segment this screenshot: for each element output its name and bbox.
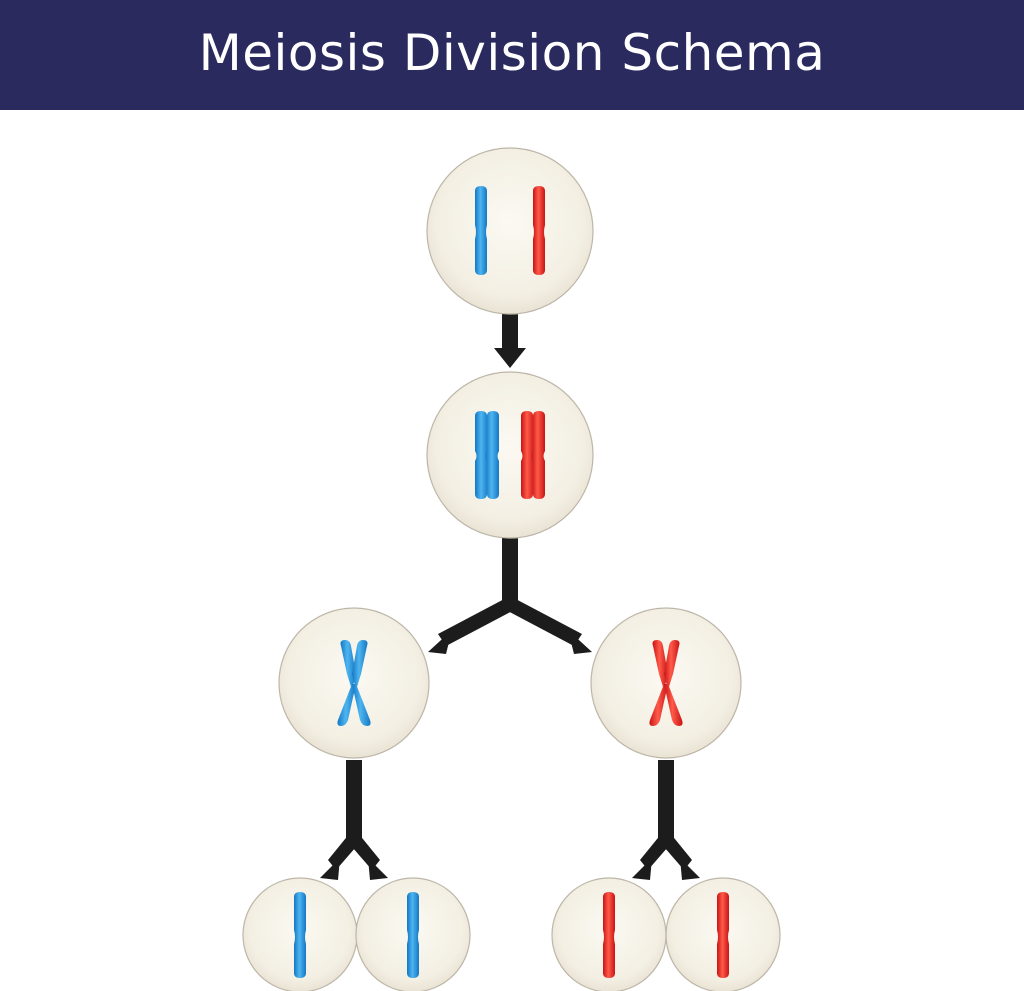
page-title: Meiosis Division Schema: [198, 24, 826, 82]
chromosome-red-gamete-1: [603, 892, 615, 978]
arrow-split-right: [632, 760, 700, 880]
chromosome-blue-double: [475, 411, 499, 499]
arrows: [320, 312, 700, 880]
arrow-split-left: [320, 760, 388, 880]
chromosome-red-x: [649, 640, 683, 726]
chromosome-red-gamete-2: [717, 892, 729, 978]
chromosome-blue-gamete-2: [407, 892, 419, 978]
arrow-split-meiosis-1: [428, 538, 592, 654]
parent-cell: [426, 147, 594, 315]
cells: [242, 147, 781, 991]
replicated-chromosomes: [475, 411, 545, 499]
chromosome-blue: [475, 186, 487, 275]
parent-chromosomes: [475, 186, 545, 275]
daughter-chromosomes: [337, 640, 683, 726]
daughter-cell-right: [590, 607, 742, 759]
chromosome-blue-x: [337, 640, 371, 726]
arrow-down-1: [494, 312, 526, 368]
gamete-chromosomes: [294, 892, 729, 978]
chromosome-red-double: [521, 411, 545, 499]
title-bar: Meiosis Division Schema: [0, 0, 1024, 110]
chromosome-red: [533, 186, 545, 275]
daughter-cell-left: [278, 607, 430, 759]
replicated-cell: [426, 371, 594, 539]
chromosome-blue-gamete-1: [294, 892, 306, 978]
